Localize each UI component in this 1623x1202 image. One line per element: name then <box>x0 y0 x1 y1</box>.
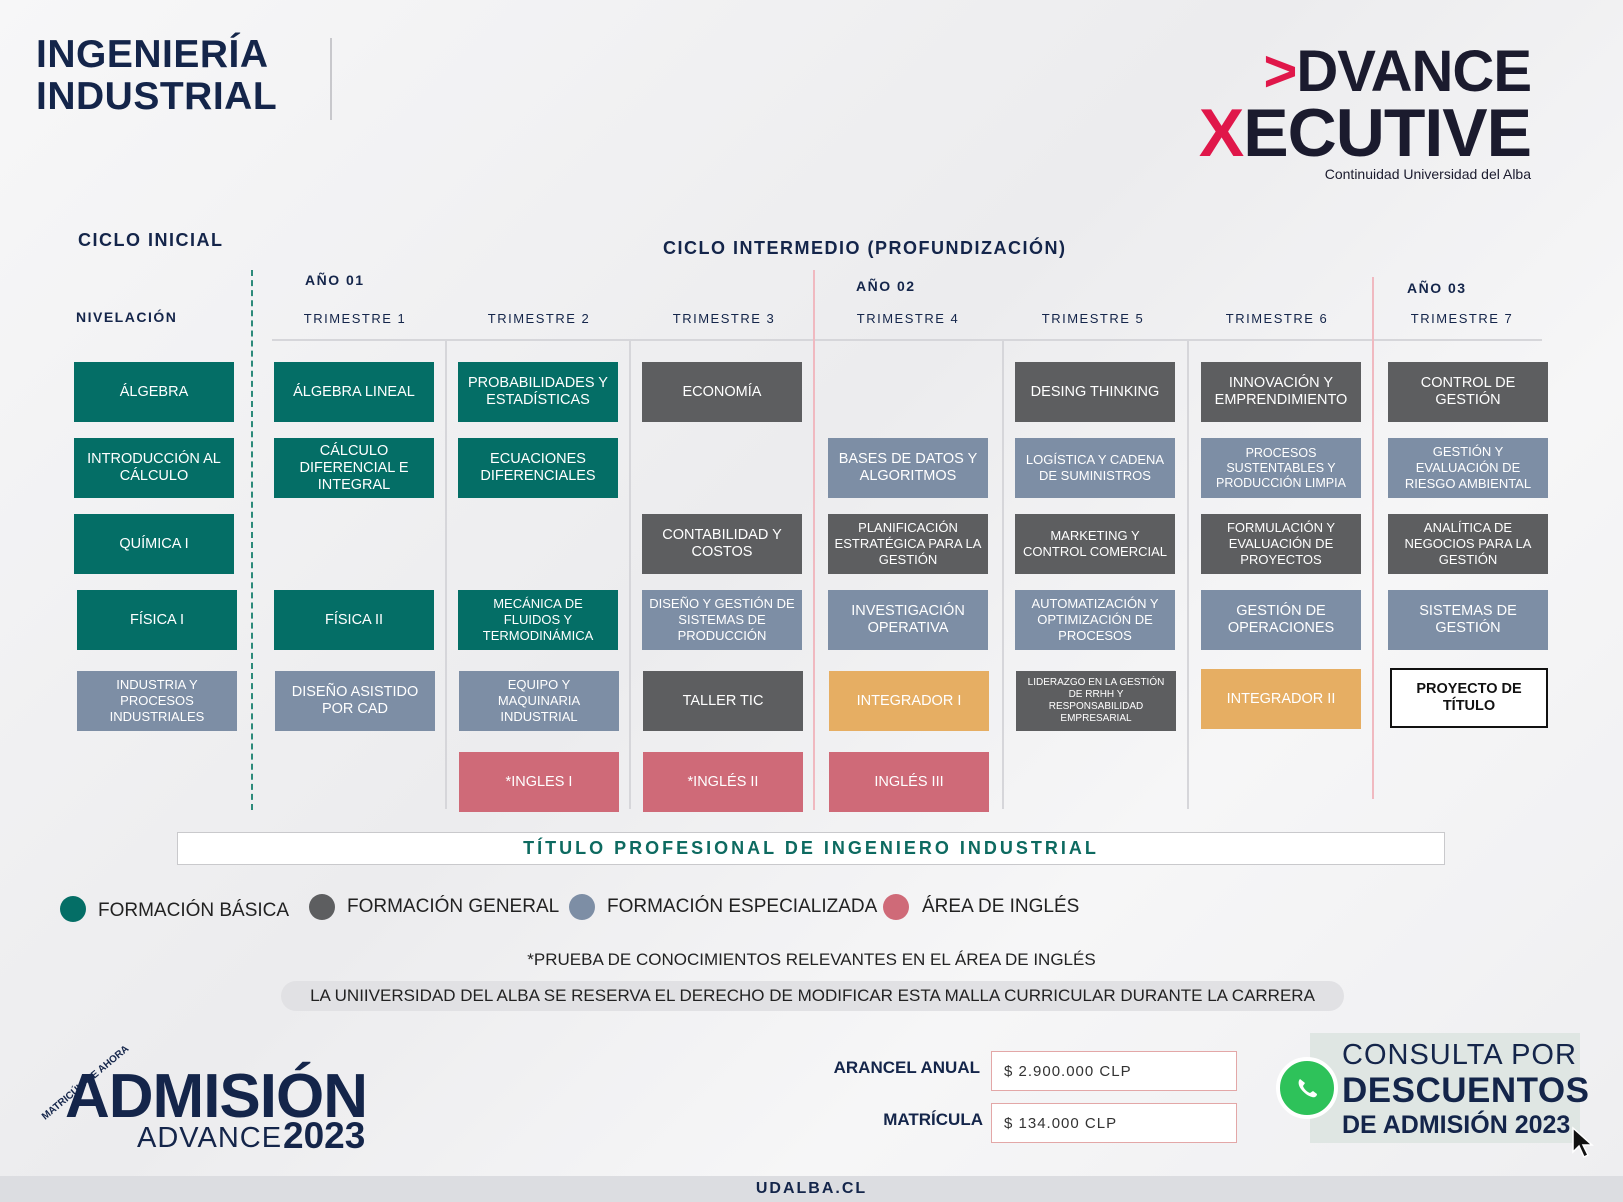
course-box: GESTIÓN Y EVALUACIÓN DE RIESGO AMBIENTAL <box>1388 438 1548 498</box>
trimestre-5-label: TRIMESTRE 5 <box>1041 311 1145 326</box>
course-box: ÁLGEBRA <box>74 362 234 422</box>
nivelacion-heading: NIVELACIÓN <box>76 309 178 325</box>
course-box: QUÍMICA I <box>74 514 234 574</box>
course-box: MARKETING Y CONTROL COMERCIAL <box>1015 514 1175 574</box>
course-box: PLANIFICACIÓN ESTRATÉGICA PARA LA GESTIÓ… <box>828 514 988 574</box>
logo-subtitle: Continuidad Universidad del Alba <box>1324 166 1531 182</box>
anio-03-label: AÑO 03 <box>1407 280 1467 296</box>
title-divider <box>330 38 332 120</box>
legend-label: FORMACIÓN ESPECIALIZADA <box>607 896 878 917</box>
logo-mark-arrow: > <box>1263 39 1298 104</box>
course-box: ANALÍTICA DE NEGOCIOS PARA LA GESTIÓN <box>1388 514 1548 574</box>
page-title: INGENIERÍA INDUSTRIAL <box>36 34 277 118</box>
course-box: *INGLÉS II <box>643 752 803 812</box>
logo-mark-x: X <box>1198 95 1244 171</box>
year-divider <box>1372 277 1374 799</box>
admision-heading: ADMISIÓN <box>65 1062 368 1131</box>
logo-word-ecutive: ECUTIVE <box>1243 95 1532 171</box>
course-box: INGLÉS III <box>829 752 989 812</box>
legend-dot-ingles <box>883 894 909 920</box>
course-box: FORMULACIÓN Y EVALUACIÓN DE PROYECTOS <box>1201 514 1361 574</box>
course-box: INVESTIGACIÓN OPERATIVA <box>828 590 988 650</box>
matricula-label: MATRÍCULA <box>883 1110 983 1129</box>
course-box: INNOVACIÓN Y EMPRENDIMIENTO <box>1201 362 1361 422</box>
course-box: *INGLES I <box>459 752 619 812</box>
logo-word-dvance: DVANCE <box>1296 39 1532 104</box>
promo-line-2: DESCUENTOS <box>1342 1071 1590 1110</box>
title-line-1: INGENIERÍA <box>36 33 269 76</box>
course-box: EQUIPO Y MAQUINARIA INDUSTRIAL <box>459 671 619 731</box>
legend-label: ÁREA DE INGLÉS <box>922 896 1080 917</box>
course-box: ECUACIONES DIFERENCIALES <box>458 438 618 498</box>
titulo-profesional-bar: TÍTULO PROFESIONAL DE INGENIERO INDUSTRI… <box>177 832 1445 865</box>
legend-dot-especializada <box>569 894 595 920</box>
disclaimer-pill: LA UNIIVERSIDAD DEL ALBA SE RESERVA EL D… <box>281 981 1344 1011</box>
course-box: DESING THINKING <box>1015 362 1175 422</box>
trimestre-6-label: TRIMESTRE 6 <box>1225 311 1329 326</box>
column-divider <box>1187 339 1189 809</box>
course-box: PROCESOS SUSTENTABLES Y PRODUCCIÓN LIMPI… <box>1201 438 1361 498</box>
course-box: PROBABILIDADES Y ESTADÍSTICAS <box>458 362 618 422</box>
matricula-value: $ 134.000 CLP <box>991 1103 1237 1143</box>
course-box: INDUSTRIA Y PROCESOS INDUSTRIALES <box>77 671 237 731</box>
arancel-value: $ 2.900.000 CLP <box>991 1051 1237 1091</box>
legend-dot-basica <box>60 896 86 922</box>
anio-02-label: AÑO 02 <box>856 278 916 294</box>
whatsapp-icon[interactable] <box>1276 1057 1338 1119</box>
trimestre-4-label: TRIMESTRE 4 <box>856 311 960 326</box>
legend-label: FORMACIÓN BÁSICA <box>98 900 290 921</box>
trimestre-3-label: TRIMESTRE 3 <box>672 311 776 326</box>
column-divider <box>1002 339 1004 809</box>
course-box: CONTROL DE GESTIÓN <box>1388 362 1548 422</box>
column-divider <box>445 339 447 809</box>
proyecto-titulo-box: PROYECTO DE TÍTULO <box>1390 668 1548 728</box>
ciclo-inicial-heading: CICLO INICIAL <box>78 230 224 250</box>
ciclo-intermedio-heading: CICLO INTERMEDIO (PROFUNDIZACIÓN) <box>663 238 1067 258</box>
course-box: INTEGRADOR II <box>1201 669 1361 729</box>
course-box: GESTIÓN DE OPERACIONES <box>1201 590 1361 650</box>
trimestre-2-label: TRIMESTRE 2 <box>487 311 591 326</box>
course-box: MECÁNICA DE FLUIDOS Y TERMODINÁMICA <box>458 590 618 650</box>
course-box: BASES DE DATOS Y ALGORITMOS <box>828 438 988 498</box>
promo-line-3: DE ADMISIÓN 2023 <box>1342 1111 1571 1139</box>
course-box: ECONOMÍA <box>642 362 802 422</box>
course-box: TALLER TIC <box>643 671 803 731</box>
ingles-note: *PRUEBA DE CONOCIMIENTOS RELEVANTES EN E… <box>527 950 1096 969</box>
admision-advance: ADVANCE <box>137 1122 283 1154</box>
whatsapp-phone-glyph <box>1298 1079 1317 1098</box>
course-box: INTEGRADOR I <box>829 671 989 731</box>
legend-dot-general <box>309 894 335 920</box>
course-box: FÍSICA I <box>77 590 237 650</box>
course-box: LIDERAZGO EN LA GESTIÓN DE RRHH Y RESPON… <box>1016 671 1176 731</box>
course-box: SISTEMAS DE GESTIÓN <box>1388 590 1548 650</box>
admision-year: 2023 <box>283 1115 366 1156</box>
course-box: LOGÍSTICA Y CADENA DE SUMINISTROS <box>1015 438 1175 498</box>
ciclo-divider-dashed <box>251 270 253 810</box>
header-rule <box>272 339 1542 341</box>
anio-01-label: AÑO 01 <box>305 272 365 288</box>
year-divider <box>813 270 815 810</box>
course-box: INTRODUCCIÓN AL CÁLCULO <box>74 438 234 498</box>
advance-executive-logo: >DVANCE XECUTIVE Continuidad Universidad… <box>1198 43 1532 183</box>
legend-label: FORMACIÓN GENERAL <box>347 896 560 917</box>
column-divider <box>629 339 631 809</box>
descuentos-promo[interactable]: CONSULTA POR DESCUENTOS DE ADMISIÓN 2023 <box>1310 1033 1589 1143</box>
course-box: DISEÑO Y GESTIÓN DE SISTEMAS DE PRODUCCI… <box>642 590 802 650</box>
course-box: AUTOMATIZACIÓN Y OPTIMIZACIÓN DE PROCESO… <box>1015 590 1175 650</box>
arancel-label: ARANCEL ANUAL <box>833 1058 980 1077</box>
cursor-icon <box>1571 1126 1597 1168</box>
footer-url[interactable]: UDALBA.CL <box>0 1176 1623 1202</box>
trimestre-1-label: TRIMESTRE 1 <box>303 311 407 326</box>
promo-line-1: CONSULTA POR <box>1342 1039 1577 1071</box>
title-line-2: INDUSTRIAL <box>36 75 278 118</box>
course-box: ÁLGEBRA LINEAL <box>274 362 434 422</box>
course-box: DISEÑO ASISTIDO POR CAD <box>275 671 435 731</box>
course-box: CONTABILIDAD Y COSTOS <box>642 514 802 574</box>
course-box: FÍSICA II <box>274 590 434 650</box>
trimestre-7-label: TRIMESTRE 7 <box>1410 311 1514 326</box>
course-box: CÁLCULO DIFERENCIAL E INTEGRAL <box>274 438 434 498</box>
